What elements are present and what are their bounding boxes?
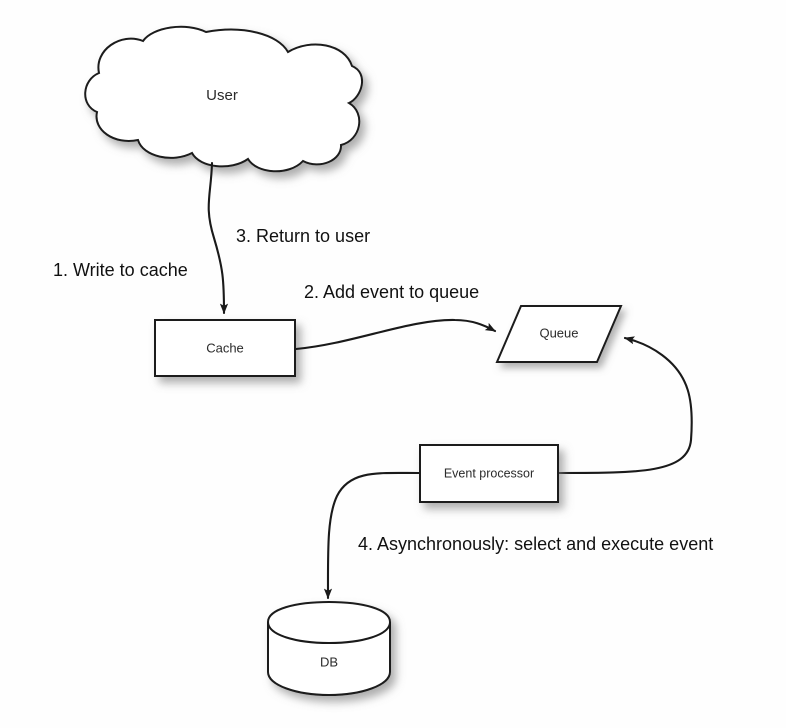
- node-event-processor-label: Event processor: [444, 466, 534, 480]
- cache-shape: [154, 319, 296, 377]
- node-cache[interactable]: Cache: [154, 319, 296, 377]
- node-user[interactable]: User: [84, 25, 363, 173]
- step-label-1: 1. Write to cache: [53, 260, 188, 280]
- db-shape-body: [267, 600, 391, 697]
- step-label-2: 2. Add event to queue: [304, 282, 479, 302]
- node-db-label: DB: [320, 654, 338, 669]
- edge-user-to-cache: [207, 161, 229, 315]
- step-label-4: 4. Asynchronously: select and execute ev…: [358, 534, 713, 554]
- edge-cache-to-queue: [294, 318, 497, 351]
- edge-proc-to-db: [323, 471, 421, 600]
- db-shape-top-ellipse: [267, 621, 391, 645]
- node-cache-label: Cache: [206, 340, 244, 355]
- node-queue[interactable]: Queue: [495, 305, 623, 363]
- node-event-processor[interactable]: Event processor: [419, 444, 559, 503]
- node-user-label: User: [206, 87, 238, 104]
- queue-shape: [495, 305, 623, 363]
- node-db[interactable]: DB: [267, 600, 391, 697]
- step-label-3: 3. Return to user: [236, 226, 370, 246]
- event-processor-shape: [419, 444, 559, 503]
- node-queue-label: Queue: [539, 325, 578, 340]
- cloud-shape: [84, 25, 363, 173]
- edge-proc-to-queue: [557, 336, 693, 475]
